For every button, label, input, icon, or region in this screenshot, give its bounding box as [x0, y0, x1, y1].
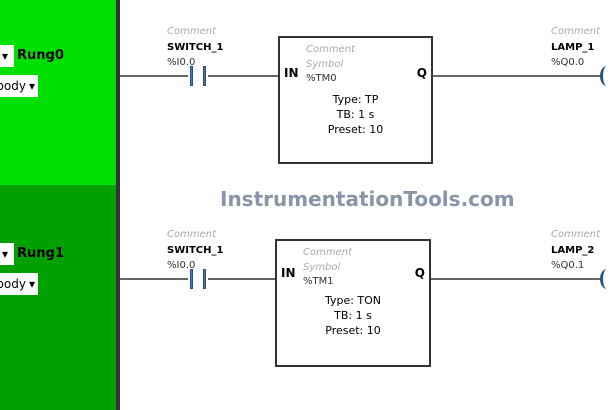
- pin-q: Q: [414, 266, 425, 280]
- rung1-contact[interactable]: [188, 269, 208, 289]
- rung1-header-panel: [0, 185, 117, 410]
- pin-q: Q: [416, 66, 427, 80]
- coil-symbol: LAMP_1: [551, 42, 595, 53]
- rung1-label: Rung1: [17, 246, 64, 261]
- coil-symbol: LAMP_2: [551, 245, 595, 256]
- contact-bar: [190, 269, 193, 289]
- block-tb: TB: 1 s: [336, 108, 375, 121]
- block-address: %TM0: [306, 73, 337, 84]
- block-comment: Comment: [306, 44, 355, 55]
- block-symbol: Symbol: [303, 262, 341, 273]
- rung-type-label: body: [0, 277, 26, 291]
- contact-address: %I0.0: [167, 57, 196, 68]
- left-power-rail: [116, 0, 120, 410]
- rung1-wire-right: [431, 278, 600, 280]
- rung0-label: Rung0: [17, 48, 64, 63]
- block-symbol: Symbol: [306, 59, 344, 70]
- contact-bar: [203, 269, 206, 289]
- chevron-down-icon: ▾: [28, 277, 35, 291]
- contact-symbol: SWITCH_1: [167, 245, 224, 256]
- block-preset: Preset: 10: [327, 123, 384, 136]
- rung1-menu-dropdown[interactable]: ▾: [0, 243, 14, 265]
- rung0-menu-dropdown[interactable]: ▾: [0, 45, 14, 67]
- coil-comment: Comment: [551, 26, 600, 37]
- block-type: Type: TON: [324, 294, 382, 307]
- contact-comment: Comment: [167, 229, 216, 240]
- block-tb: TB: 1 s: [334, 309, 372, 322]
- chevron-down-icon: ▾: [2, 49, 9, 63]
- rung0-timer-block[interactable]: Comment Symbol %TM0 IN Q Type: TP TB: 1 …: [278, 36, 433, 164]
- contact-bar: [203, 66, 206, 86]
- block-comment: Comment: [303, 247, 352, 258]
- rung1-type-dropdown[interactable]: body▾: [0, 273, 38, 295]
- coil-comment: Comment: [551, 229, 600, 240]
- rung1-coil[interactable]: [600, 269, 614, 289]
- block-preset: Preset: 10: [325, 324, 381, 337]
- coil-address: %Q0.0: [551, 57, 585, 68]
- rung0-type-dropdown[interactable]: body▾: [0, 75, 38, 97]
- coil-address: %Q0.1: [551, 260, 585, 271]
- pin-in: IN: [281, 266, 296, 280]
- rung-type-label: body: [0, 79, 26, 93]
- rung0-contact[interactable]: [188, 66, 208, 86]
- contact-address: %I0.0: [167, 260, 196, 271]
- chevron-down-icon: ▾: [2, 247, 9, 261]
- rung1-timer-block[interactable]: Comment Symbol %TM1 IN Q Type: TON TB: 1…: [275, 239, 431, 367]
- contact-bar: [190, 66, 193, 86]
- rung0-wire-right: [433, 75, 600, 77]
- contact-symbol: SWITCH_1: [167, 42, 224, 53]
- contact-comment: Comment: [167, 26, 216, 37]
- block-type: Type: TP: [332, 93, 379, 106]
- rung0-coil[interactable]: [600, 66, 614, 86]
- watermark: InstrumentationTools.com: [220, 187, 515, 211]
- pin-in: IN: [284, 66, 299, 80]
- block-address: %TM1: [303, 276, 334, 287]
- chevron-down-icon: ▾: [28, 79, 35, 93]
